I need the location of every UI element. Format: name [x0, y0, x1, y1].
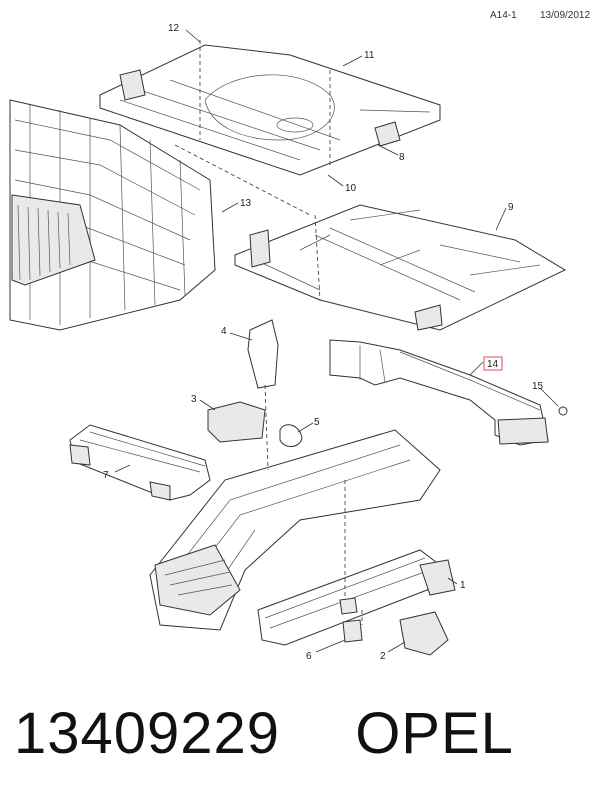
part-3	[207, 401, 266, 443]
small-brackets	[207, 319, 303, 447]
callout-15: 15	[532, 381, 544, 392]
callout-11: 11	[364, 50, 375, 61]
rear-floor-panel	[99, 44, 441, 176]
brand-name: OPEL	[355, 701, 514, 766]
callout-4: 4	[221, 326, 227, 337]
side-rail-left	[69, 424, 211, 501]
part-5	[279, 424, 303, 447]
exploded-parts-diagram: 12 11 8 10 13 9 4 14 15 3 5 7 1 2 6	[9, 23, 568, 662]
diagram-date: 13/09/2012	[540, 10, 591, 21]
part-number: 13409229	[14, 701, 281, 766]
callout-14: 14	[487, 359, 499, 370]
callout-labels: 12 11 8 10 13 9 4 14 15 3 5 7 1 2 6	[103, 23, 544, 662]
callout-6: 6	[306, 651, 312, 662]
callout-10: 10	[345, 183, 357, 194]
part-1	[419, 559, 456, 596]
callout-14-highlight	[483, 356, 503, 371]
part-2	[399, 611, 449, 656]
side-rail-right	[257, 549, 456, 656]
floor-panel	[234, 204, 567, 331]
cross-member	[329, 339, 568, 446]
assembly-lines	[174, 40, 363, 625]
part-6	[342, 619, 363, 643]
lower-frame	[149, 429, 441, 631]
callout-5: 5	[314, 417, 320, 428]
part-4	[247, 319, 279, 389]
callout-1: 1	[460, 580, 466, 591]
body-structure	[9, 99, 216, 331]
callout-7: 7	[103, 470, 109, 481]
callout-9: 9	[508, 202, 514, 213]
callout-12: 12	[168, 23, 180, 34]
footer: 13409229 OPEL	[14, 700, 514, 790]
callout-8: 8	[399, 152, 405, 163]
leader-lines	[114, 29, 559, 653]
callout-13: 13	[240, 198, 252, 209]
callout-2: 2	[380, 651, 386, 662]
callout-3: 3	[191, 394, 197, 405]
diagram-code: A14-1	[490, 10, 517, 21]
